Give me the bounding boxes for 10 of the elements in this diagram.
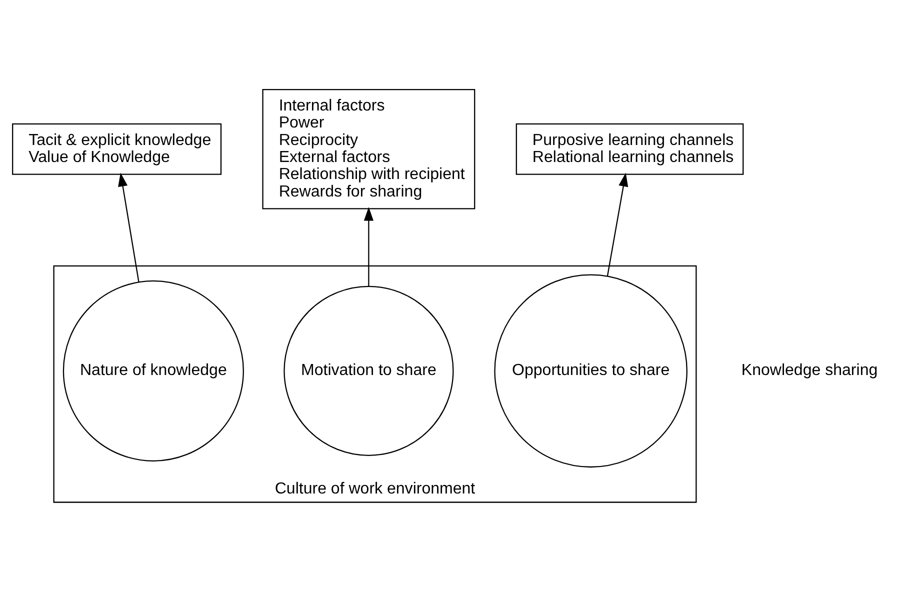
node-circle: Nature of knowledge	[62, 280, 244, 462]
node-circle: Opportunities to share	[494, 274, 688, 468]
arrow	[364, 207, 374, 286]
node-box: Tacit & explicit knowledge Value of Knowledge	[12, 123, 222, 175]
node-circle: Motivation to share	[284, 286, 454, 456]
arrow	[606, 172, 628, 276]
node-box: Internal factors Power Reciprocity External factors Relationship with recipient Rewards for sharing	[262, 89, 476, 210]
node-text: Knowledge sharing	[741, 361, 878, 380]
arrow	[118, 172, 140, 282]
node-box: Purposive learning channels Relational learning channels	[516, 123, 744, 175]
